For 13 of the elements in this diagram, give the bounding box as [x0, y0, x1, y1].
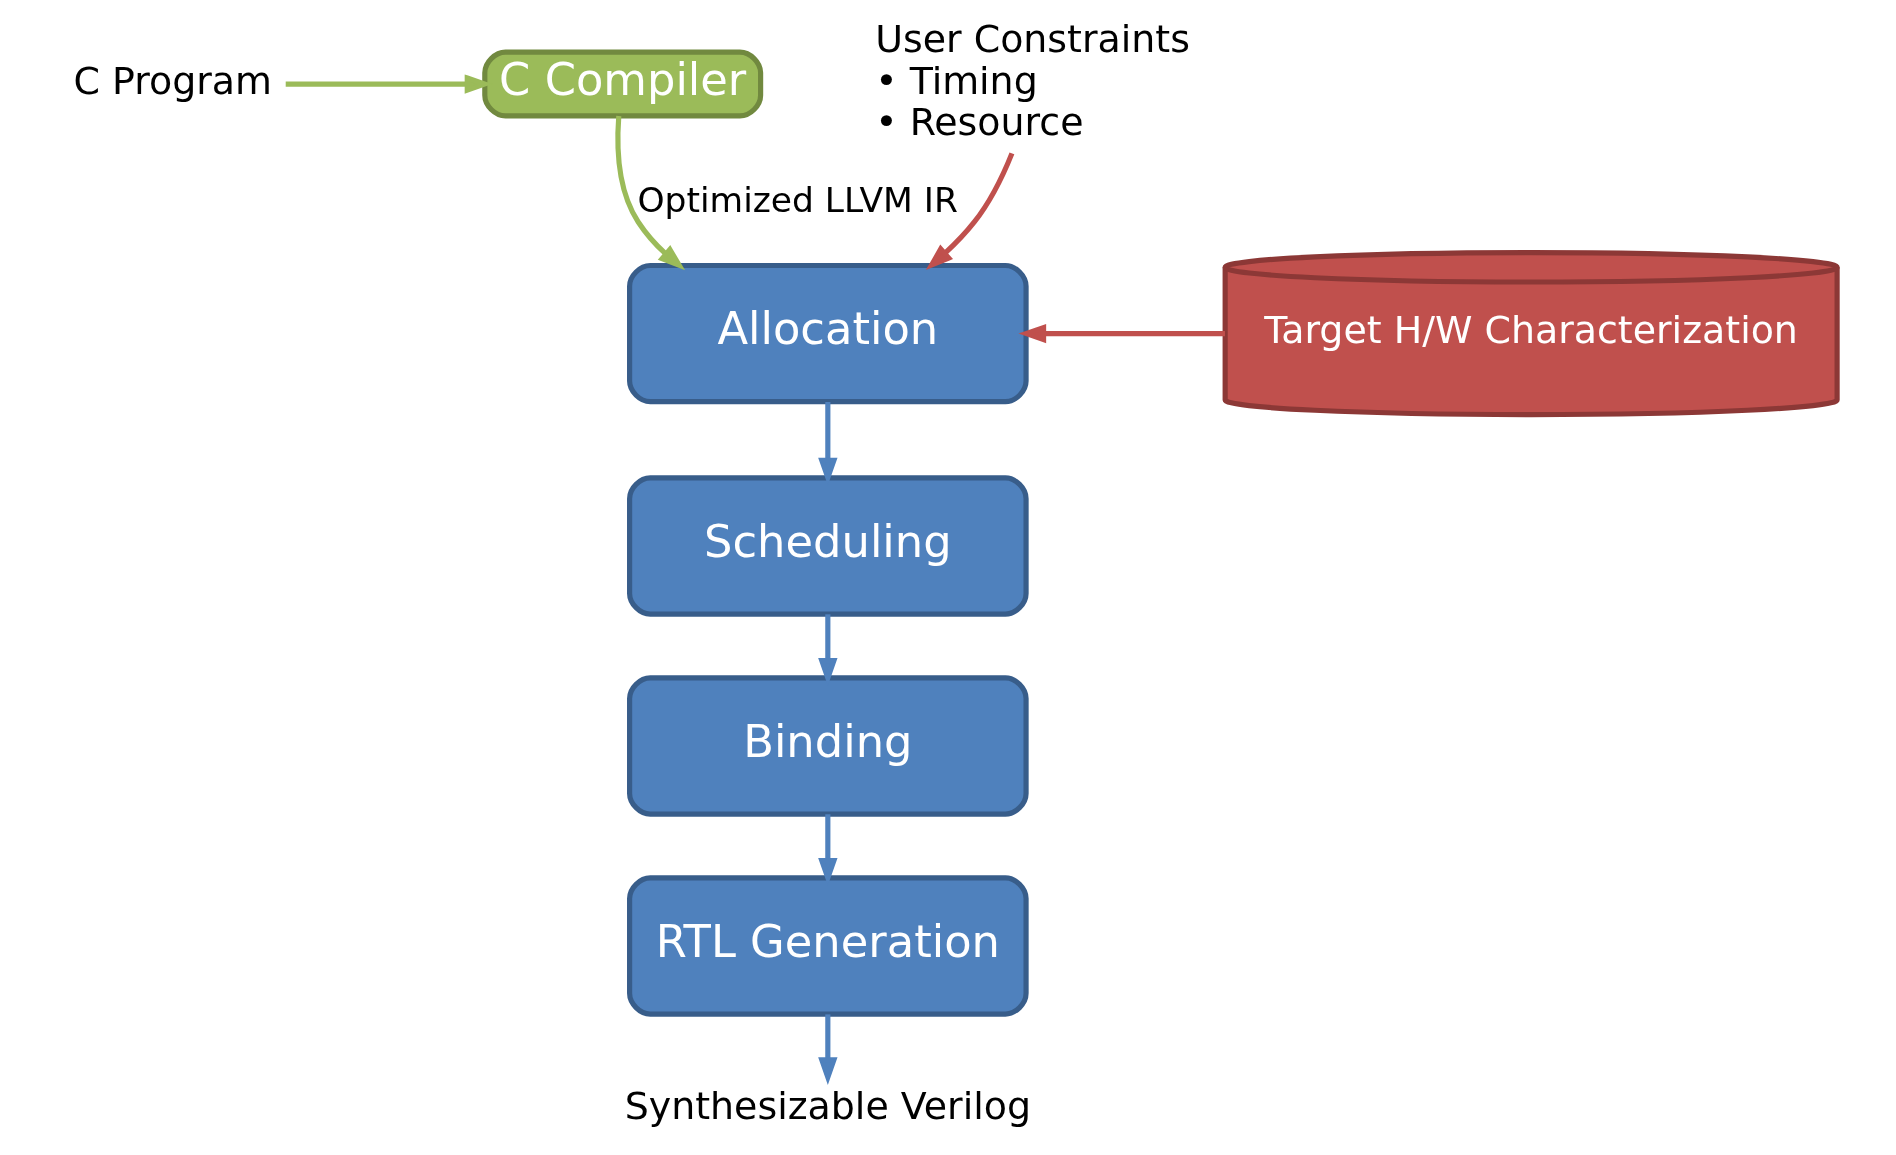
edge-label: Optimized LLVM IR [636, 179, 958, 220]
node-box: RTL Generation [626, 875, 1029, 1017]
node-text: Synthesizable Verilog [624, 1083, 1031, 1128]
node-text: C Program [73, 58, 272, 103]
arrow [925, 152, 1014, 271]
node-text: User Constraints • Timing • Resource [874, 17, 1190, 145]
arrow [817, 1014, 837, 1085]
node-box: C Compiler [481, 49, 763, 119]
node-box: Scheduling [626, 475, 1029, 617]
node-box: Allocation [626, 262, 1029, 405]
arrow [1018, 323, 1225, 344]
arrow [614, 115, 685, 271]
node-box: Binding [626, 675, 1029, 817]
